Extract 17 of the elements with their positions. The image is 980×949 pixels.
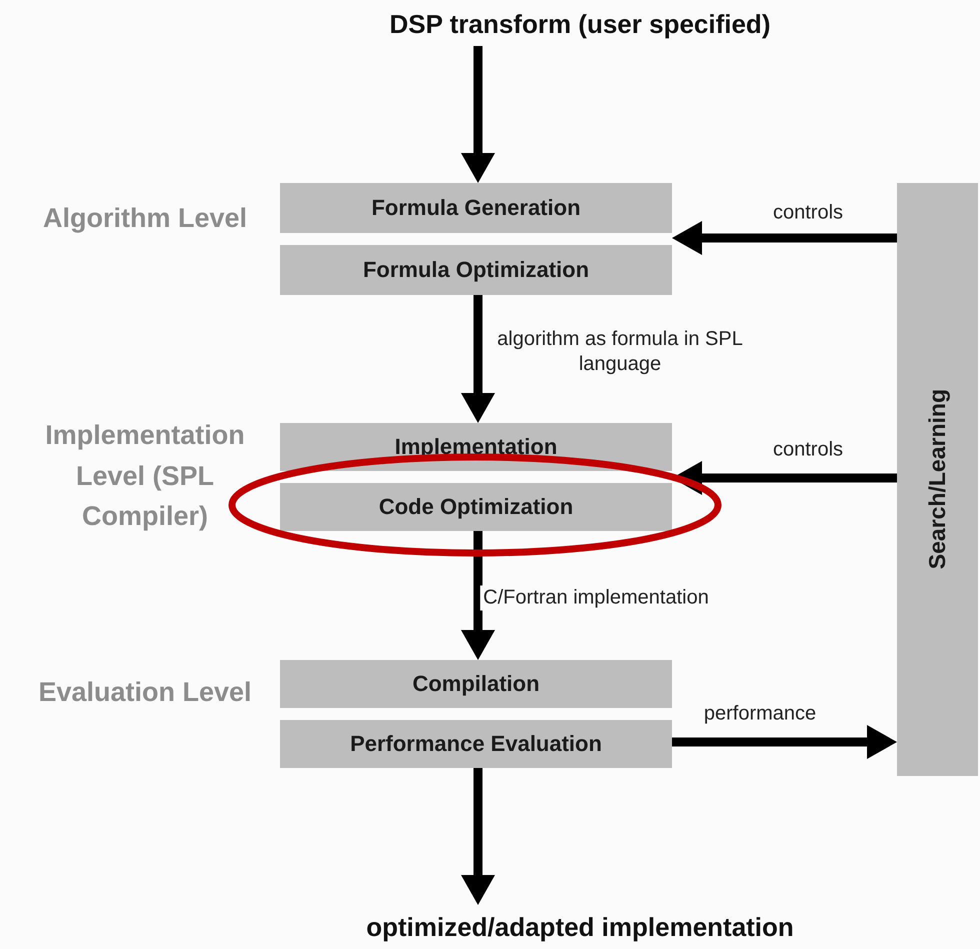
arrow — [461, 46, 495, 183]
level-label: Algorithm Level — [42, 202, 248, 235]
arrow — [461, 295, 495, 423]
process-box: Compilation — [280, 660, 672, 708]
process-box: Performance Evaluation — [280, 720, 672, 768]
level-label: Evaluation Level — [37, 676, 253, 709]
arrow — [461, 768, 495, 905]
side-bar: Search/Learning — [897, 183, 978, 776]
process-box: Formula Generation — [280, 183, 672, 233]
arrow — [461, 531, 495, 660]
process-box: Code Optimization — [280, 483, 672, 531]
title-text: optimized/adapted implementation — [280, 905, 880, 949]
arrow — [672, 725, 897, 759]
title-text: DSP transform (user specified) — [320, 2, 840, 46]
level-label: Implementation Level (SPL Compiler) — [44, 419, 246, 533]
process-box: Formula Optimization — [280, 245, 672, 295]
arrow — [672, 221, 897, 255]
